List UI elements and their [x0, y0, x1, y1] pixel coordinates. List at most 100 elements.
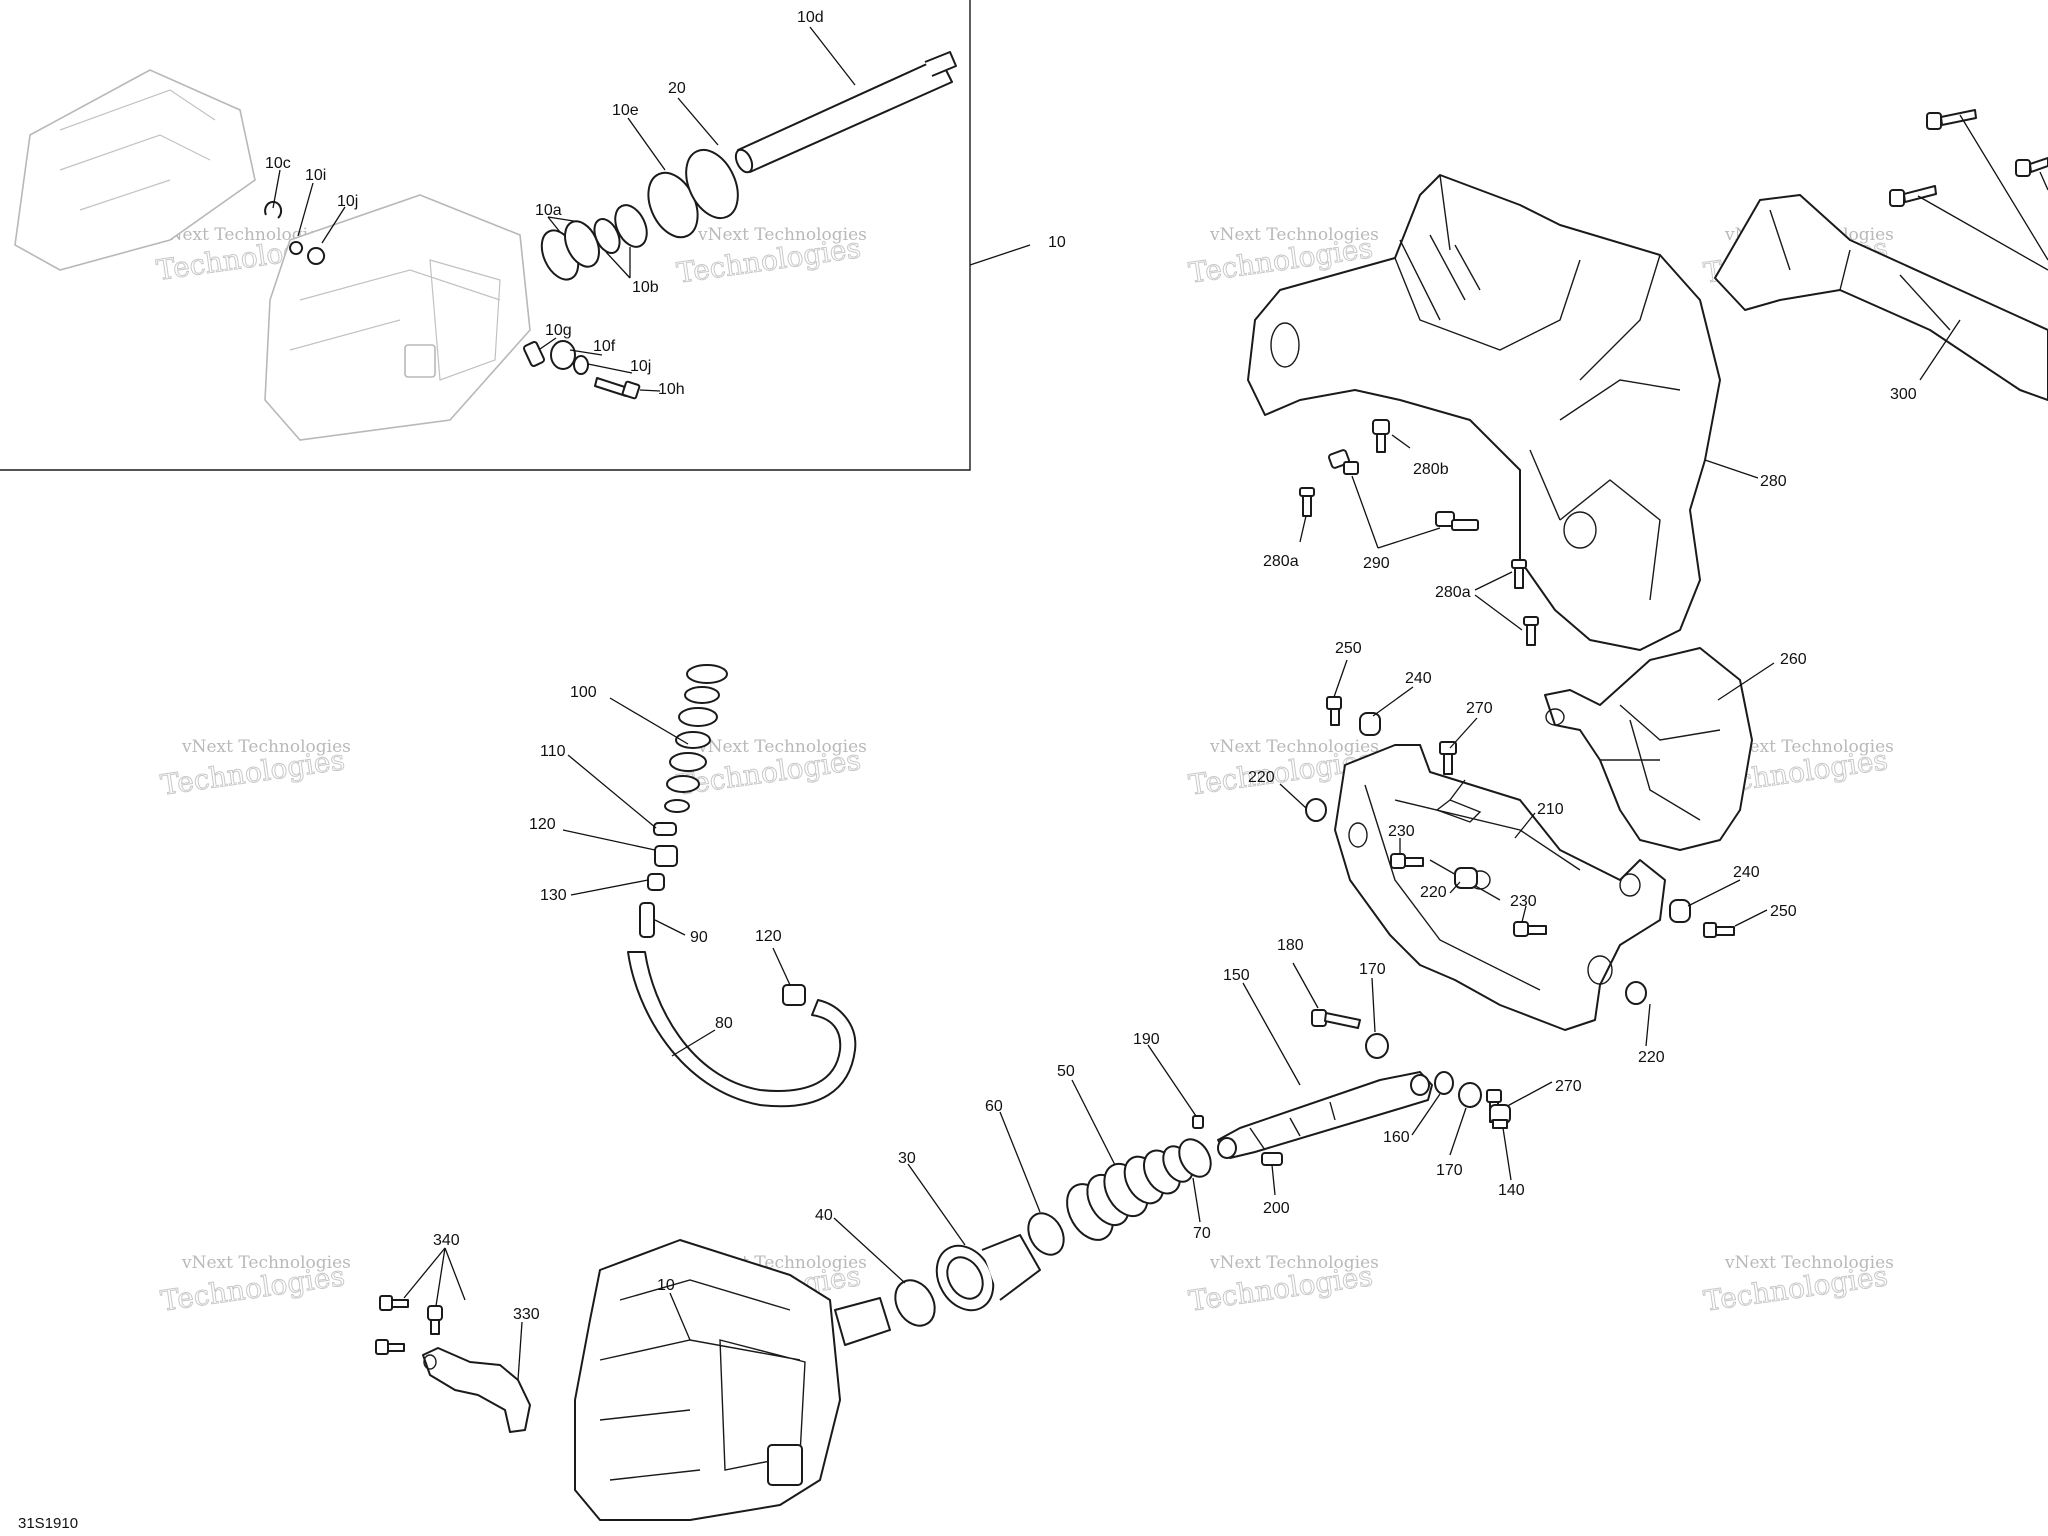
callout-180: 180 [1277, 937, 1304, 954]
mount-330 [422, 1347, 531, 1433]
callout-60: 60 [985, 1098, 1003, 1115]
clip-10j-top [307, 247, 325, 265]
callout-280a-right: 280a [1435, 584, 1471, 601]
leader-line [444, 1247, 466, 1301]
bolt-280b [1372, 419, 1390, 453]
watermark-text: vNext Technologies [697, 737, 867, 757]
bolt-290-1 [1327, 449, 1359, 475]
leader-line [1192, 1177, 1201, 1223]
leader-line [969, 244, 1031, 266]
watermark: vNext Technologies Technologies [158, 1253, 351, 1318]
washer-10i [289, 241, 304, 255]
screw-300-3 [2015, 157, 2048, 177]
boot-100 [664, 664, 728, 813]
leader-line [1474, 594, 1523, 631]
bolt-230-top [1390, 853, 1424, 869]
inset-panel: 10 [0, 0, 1066, 471]
leader-line [654, 919, 686, 936]
leader-line [1391, 434, 1411, 449]
ghost-actuator-housing [14, 69, 531, 441]
leader-line [1279, 783, 1307, 809]
bracket-300-group: 300 [1714, 109, 2048, 403]
callout-150: 150 [1223, 967, 1250, 984]
leader-line [1502, 1127, 1512, 1181]
leader-line [669, 1292, 691, 1341]
actuator-shaft-end [834, 1297, 891, 1346]
clamp-120-right [782, 984, 806, 1006]
callout-280a-left: 280a [1263, 553, 1299, 570]
fitting-130 [647, 873, 665, 891]
callout-340: 340 [433, 1232, 460, 1249]
spacer-240-right [1669, 899, 1691, 923]
leader-line [1449, 717, 1478, 749]
leader-line [321, 206, 346, 244]
watermark-text: vNext Technologies [1724, 737, 1894, 757]
bracket-210 [1334, 744, 1666, 1031]
connector-port [767, 1444, 803, 1486]
leader-line [1449, 881, 1461, 894]
spacer-240-top [1359, 712, 1381, 736]
callout-260: 260 [1780, 651, 1807, 668]
shaft-10d [734, 51, 957, 174]
leader-line [1292, 962, 1319, 1009]
bolt-340-2 [427, 1305, 443, 1335]
leader-line [605, 251, 631, 279]
leader-line [1411, 1093, 1441, 1136]
actuator-assembly-group: 10 40 30 60 50 70 190 150 180 170 160 17… [375, 937, 1525, 1521]
leader-line [1645, 1003, 1651, 1047]
callout-220-bottom: 220 [1638, 1049, 1665, 1066]
bolt-270-top [1439, 741, 1457, 775]
bracket-300 [1714, 194, 2048, 401]
leader-line [907, 1163, 966, 1246]
leader-line [1717, 662, 1775, 701]
watermark-text: vNext Technologies [1209, 225, 1379, 245]
leader-line [547, 216, 581, 223]
bolt-180 [1311, 1009, 1361, 1029]
callout-100: 100 [570, 684, 597, 701]
watermark: vNext Technologies Technologies [158, 737, 351, 802]
leader-line [999, 1111, 1041, 1213]
screw-280a-right-1 [1511, 559, 1527, 589]
nut-220-bottom [1625, 981, 1647, 1005]
watermark-text: vNext Technologies [1724, 1253, 1894, 1273]
callout-170-bottom: 170 [1436, 1162, 1463, 1179]
leader-line [539, 337, 557, 350]
housing-280 [1247, 174, 1721, 651]
callout-10b: 10b [632, 279, 659, 296]
leader-line [1242, 982, 1301, 1086]
bolt-250-top [1326, 696, 1342, 726]
lever-150 [1217, 1071, 1433, 1159]
callout-250-top: 250 [1335, 640, 1362, 657]
breather-hose-group: 100 110 120 130 90 120 80 [529, 664, 857, 1108]
leader-line [772, 947, 791, 986]
leader-line [517, 1321, 523, 1381]
bolt-290-2 [1435, 511, 1479, 531]
screw-300-1 [1926, 109, 1977, 130]
o-ring-10b-2 [614, 204, 648, 248]
watermark-text: vNext Technologies [1209, 737, 1379, 757]
leader-line [1299, 515, 1307, 543]
leader-line [1514, 812, 1536, 839]
leader-line [1333, 659, 1348, 698]
callout-70: 70 [1193, 1225, 1211, 1242]
leader-line [677, 97, 719, 146]
callout-170-top: 170 [1359, 961, 1386, 978]
leader-line [1377, 527, 1441, 549]
watermark: vNext Technologies Technologies [1701, 1253, 1894, 1318]
callout-200: 200 [1263, 1200, 1290, 1217]
callout-330: 330 [513, 1306, 540, 1323]
leader-line [1371, 977, 1376, 1033]
callout-10e: 10e [612, 102, 639, 119]
callout-240-top: 240 [1405, 670, 1432, 687]
leader-line [1147, 1044, 1197, 1117]
leader-line [639, 389, 661, 392]
callout-270-top: 270 [1466, 700, 1493, 717]
watermark-text: vNext Technologies [181, 1253, 351, 1273]
clamp-120-left [654, 845, 678, 867]
watermark-text: vNext Technologies [697, 225, 867, 245]
screw-280a-left [1299, 487, 1315, 517]
connector-90 [639, 902, 655, 938]
watermark: vNext Technologies Technologies [1186, 1253, 1379, 1318]
bolt-250-right [1703, 922, 1735, 938]
